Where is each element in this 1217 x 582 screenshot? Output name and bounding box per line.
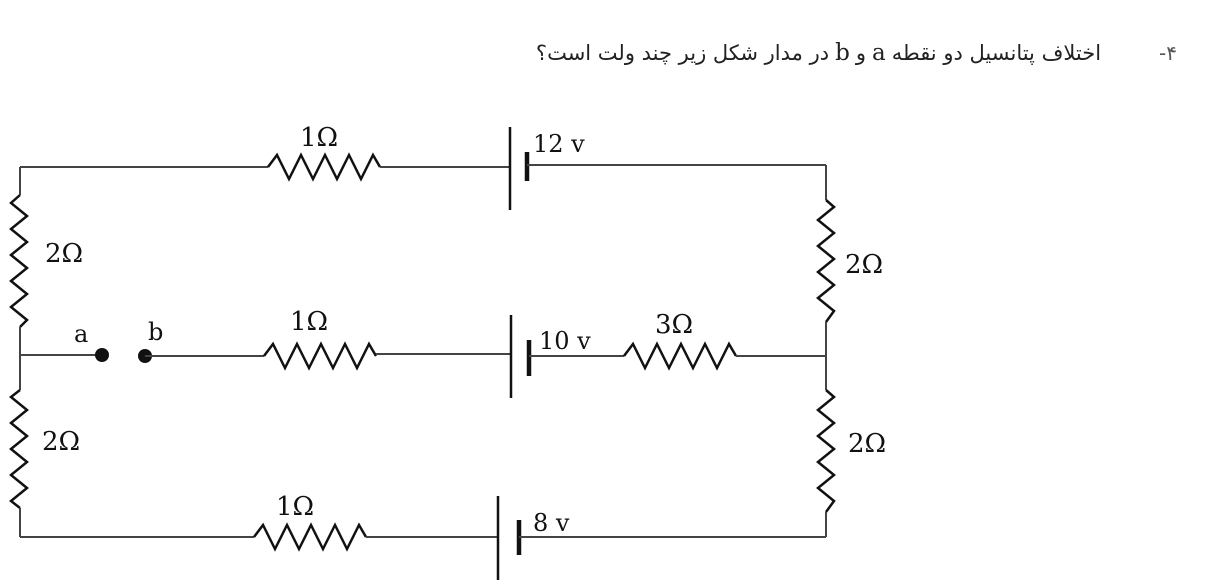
top-resistor-label: 1Ω	[300, 123, 338, 153]
point-a-dot	[95, 348, 109, 362]
middle-resistor-1	[263, 341, 378, 371]
right-branch	[816, 165, 836, 537]
top-branch	[20, 127, 826, 210]
middle-branch	[20, 315, 826, 398]
question-var-b: b	[835, 40, 850, 66]
question-text-1: اختلاف پتانسیل دو نقطه	[891, 41, 1102, 65]
middle-resistor-2	[623, 341, 738, 371]
point-b-label: b	[148, 318, 163, 346]
top-resistor	[267, 152, 382, 182]
right-lower-resistor	[816, 389, 836, 513]
middle-resistor-1-label: 1Ω	[290, 307, 328, 337]
top-battery-label: 12 v	[533, 130, 585, 158]
question-number: ۴-	[1159, 41, 1177, 65]
bottom-resistor-label: 1Ω	[276, 492, 314, 522]
left-upper-resistor-label: 2Ω	[45, 239, 83, 269]
left-lower-resistor	[8, 389, 29, 509]
right-lower-resistor-label: 2Ω	[848, 429, 886, 459]
question-text-2: در مدار شکل زیر چند ولت است؟	[535, 41, 830, 65]
question-var-a: a	[871, 40, 886, 66]
question-conjunction: و	[855, 41, 866, 65]
middle-resistor-2-label: 3Ω	[655, 310, 693, 340]
right-upper-resistor	[816, 199, 836, 323]
bottom-branch	[20, 496, 826, 580]
bottom-resistor	[253, 522, 368, 552]
left-lower-resistor-label: 2Ω	[42, 427, 80, 457]
left-upper-resistor	[9, 194, 29, 328]
left-branch	[8, 167, 29, 537]
bottom-battery-label: 8 v	[533, 509, 570, 537]
middle-battery-label: 10 v	[539, 327, 591, 355]
question-line: ۴- اختلاف پتانسیل دو نقطه a و b در مدار …	[536, 40, 1177, 66]
point-a-label: a	[74, 320, 88, 348]
right-upper-resistor-label: 2Ω	[845, 250, 883, 280]
